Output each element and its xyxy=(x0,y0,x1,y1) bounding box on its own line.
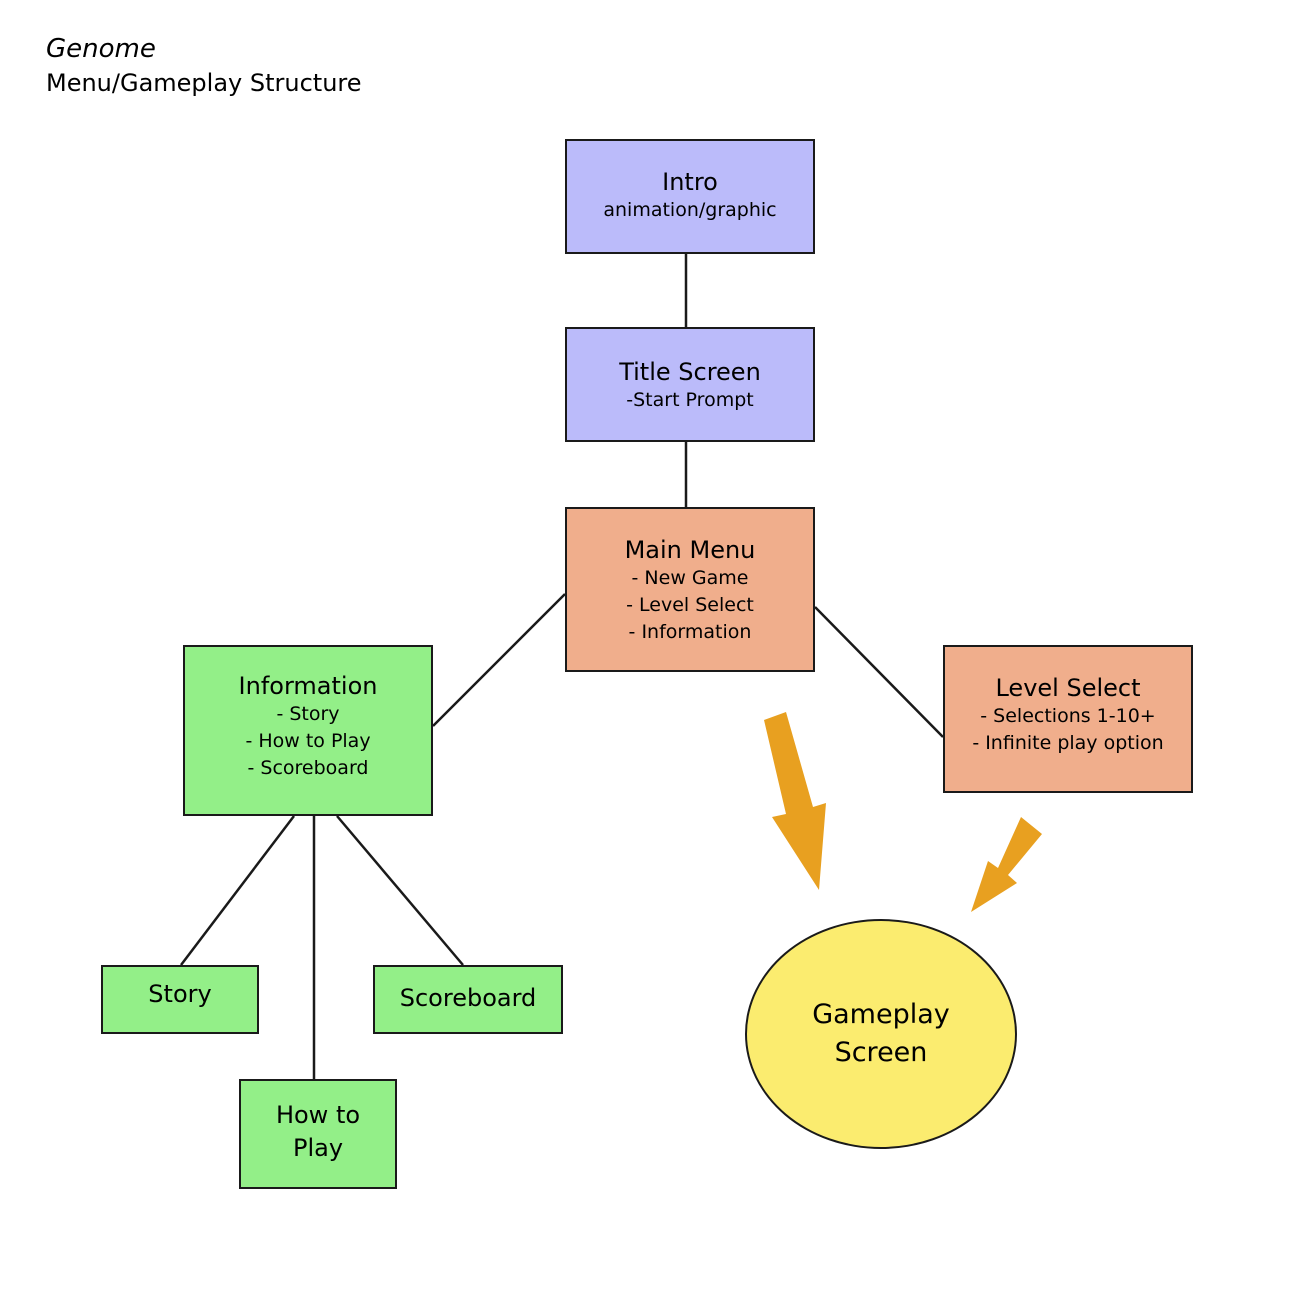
node-intro-title: Intro xyxy=(662,168,718,196)
node-level-select-line: - Selections 1-10+ xyxy=(980,705,1156,727)
node-scoreboard: Scoreboard xyxy=(373,965,563,1034)
arrow-level-select-to-gameplay xyxy=(971,817,1042,912)
node-information-title: Information xyxy=(238,672,378,700)
node-gameplay-screen-title: Gameplay Screen xyxy=(812,999,950,1068)
node-title-screen-title: Title Screen xyxy=(619,358,761,386)
node-level-select-line: - Infinite play option xyxy=(972,732,1164,754)
connector-main-level-select xyxy=(814,606,944,738)
node-information-line: - Scoreboard xyxy=(247,757,369,779)
connector-information-story xyxy=(180,815,295,966)
node-how-to-play-title: How to Play xyxy=(275,1101,361,1162)
diagram-title: Genome xyxy=(46,34,156,64)
node-intro: Intro animation/graphic xyxy=(565,139,815,254)
node-information-line: - Story xyxy=(276,703,340,725)
node-scoreboard-title: Scoreboard xyxy=(399,984,537,1012)
node-title-screen: Title Screen -Start Prompt xyxy=(565,327,815,442)
node-level-select-title: Level Select xyxy=(995,674,1141,702)
node-gameplay-screen: Gameplay Screen xyxy=(745,919,1017,1149)
connector-main-information xyxy=(432,593,566,727)
node-main-menu-line: - Level Select xyxy=(626,594,754,616)
node-story: Story xyxy=(101,965,259,1034)
node-level-select: Level Select - Selections 1-10+ - Infini… xyxy=(943,645,1193,793)
arrow-main-to-gameplay xyxy=(764,712,826,890)
node-main-menu-line: - Information xyxy=(628,621,752,643)
node-intro-line: animation/graphic xyxy=(603,199,777,221)
node-information: Information - Story - How to Play - Scor… xyxy=(183,645,433,816)
connector-information-scoreboard xyxy=(336,815,464,966)
node-title-screen-line: -Start Prompt xyxy=(626,389,754,411)
node-information-line: - How to Play xyxy=(245,730,371,752)
node-story-title: Story xyxy=(148,980,212,1008)
node-main-menu-title: Main Menu xyxy=(624,536,756,564)
node-main-menu-line: - New Game xyxy=(631,567,749,589)
diagram-subtitle: Menu/Gameplay Structure xyxy=(46,69,362,97)
node-how-to-play: How to Play xyxy=(239,1079,397,1189)
node-main-menu: Main Menu - New Game - Level Select - In… xyxy=(565,507,815,672)
